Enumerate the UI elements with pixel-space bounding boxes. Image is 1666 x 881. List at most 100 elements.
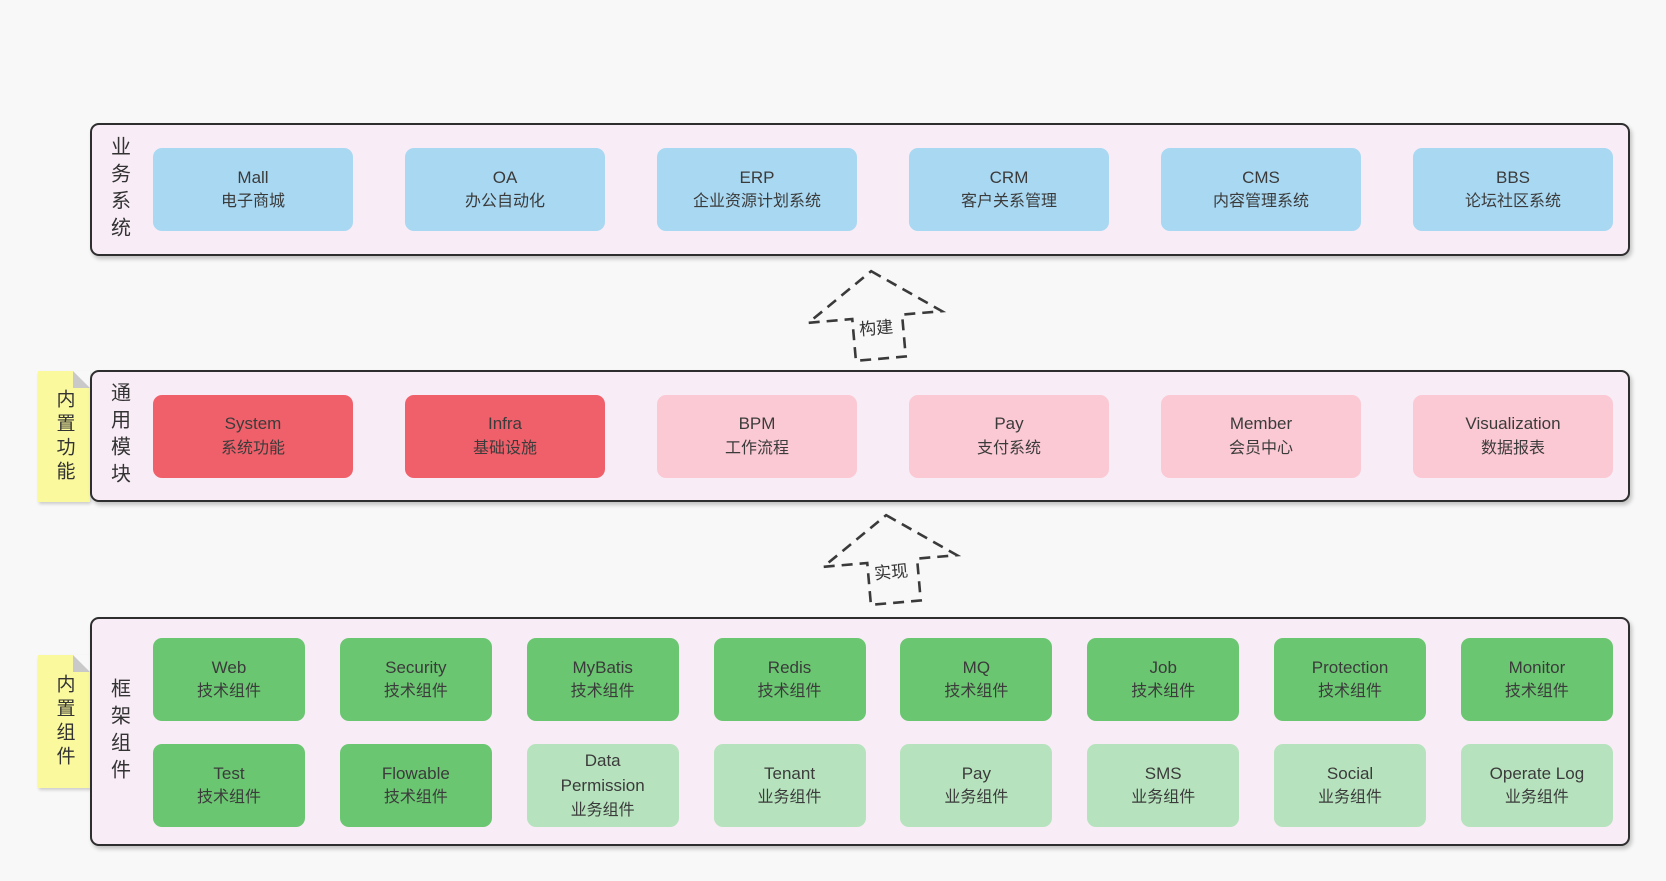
business-boxes-row: Mall 电子商城 OA 办公自动化 ERP 企业资源计划系统 CRM 客户关系… [153,125,1613,254]
box-name: Pay [961,763,992,783]
box-data-permission: Data Permission 业务组件 [526,744,679,827]
box-name: Infra [487,414,523,434]
box-desc: 业务组件 [944,789,1009,807]
box-name: Data Permission [560,751,645,795]
box-social: Social 业务组件 [1274,744,1427,827]
box-oa: OA 办公自动化 [405,148,605,231]
box-desc: 技术组件 [383,683,448,701]
box-name: SMS [1144,763,1182,783]
side-label-business: 业务系统 [107,135,130,244]
box-name: Redis [767,657,812,677]
box-desc: 办公自动化 [464,193,545,211]
box-desc: 电子商城 [220,193,285,211]
box-web: Web 技术组件 [153,638,305,721]
box-desc: 业务组件 [570,801,635,819]
box-bpm: BPM 工作流程 [657,394,857,478]
arrow-label-build: 构建 [854,311,898,342]
box-desc: 业务组件 [1131,789,1196,807]
box-pay-biz: Pay 业务组件 [900,744,1053,827]
box-system: System 系统功能 [153,394,353,478]
box-name: Protection [1311,657,1389,677]
box-desc: 数据报表 [1480,439,1545,457]
common-boxes-row: System 系统功能 Infra 基础设施 BPM 工作流程 Pay 支付系统… [153,372,1613,500]
box-desc: 工作流程 [724,439,789,457]
dashed-up-arrow-shape [804,269,947,363]
box-name: Security [385,657,447,677]
box-protection: Protection 技术组件 [1274,638,1427,721]
box-desc: 企业资源计划系统 [692,193,821,211]
box-operate-log: Operate Log 业务组件 [1460,744,1613,827]
box-desc: 技术组件 [1504,683,1569,701]
note-label: 内置功能 [53,388,75,485]
note-fold-corner [73,655,90,672]
box-desc: 技术组件 [570,683,635,701]
box-test: Test 技术组件 [153,744,305,827]
box-name: BBS [1495,167,1531,187]
layer-common-modules: 通用模块 System 系统功能 Infra 基础设施 BPM 工作流程 Pay… [90,370,1630,502]
box-desc: 技术组件 [757,683,822,701]
box-name: Monitor [1508,657,1566,677]
box-name: Operate Log [1489,763,1585,783]
framework-boxes-row1: Web 技术组件 Security 技术组件 MyBatis 技术组件 Redi… [153,638,1613,721]
box-sms: SMS 业务组件 [1087,744,1240,827]
box-desc: 技术组件 [944,683,1009,701]
box-member: Member 会员中心 [1161,394,1361,478]
arrow-label-implement: 实现 [869,555,913,586]
box-desc: 内容管理系统 [1212,193,1309,211]
box-desc: 会员中心 [1228,439,1293,457]
box-name: Test [213,763,245,783]
dashed-up-arrow-shape [819,513,962,607]
arrow-build-up: 构建 [796,263,953,368]
box-name: Visualization [1465,414,1561,434]
box-visualization: Visualization 数据报表 [1413,394,1613,478]
framework-boxes-row2: Test 技术组件 Flowable 技术组件 Data Permission … [153,744,1613,827]
box-name: Tenant [764,763,816,783]
box-name: System [224,414,282,434]
side-label-common: 通用模块 [107,382,130,490]
box-desc: 技术组件 [196,683,261,701]
box-mall: Mall 电子商城 [153,148,353,231]
box-cms: CMS 内容管理系统 [1161,148,1361,231]
box-desc: 客户关系管理 [960,193,1057,211]
box-name: Job [1149,657,1177,677]
box-mybatis: MyBatis 技术组件 [526,638,679,721]
box-name: Pay [994,414,1024,434]
box-desc: 业务组件 [1318,789,1383,807]
box-desc: 支付系统 [976,439,1041,457]
box-desc: 业务组件 [757,789,822,807]
box-name: Flowable [381,763,450,783]
box-desc: 技术组件 [383,789,448,807]
box-tenant: Tenant 业务组件 [713,744,866,827]
box-flowable: Flowable 技术组件 [339,744,492,827]
box-desc: 论坛社区系统 [1464,193,1561,211]
box-erp: ERP 企业资源计划系统 [657,148,857,231]
box-bbs: BBS 论坛社区系统 [1413,148,1613,231]
box-name: Mall [237,167,269,187]
box-name: BPM [738,414,776,434]
box-job: Job 技术组件 [1087,638,1240,721]
sticky-note-builtin-features: 内置功能 [38,371,90,502]
sticky-note-builtin-components: 内置组件 [38,655,90,788]
layer-framework-components: 框架组件 Web 技术组件 Security 技术组件 MyBatis 技术组件… [90,617,1630,846]
box-name: MQ [962,657,991,677]
box-redis: Redis 技术组件 [713,638,866,721]
box-security: Security 技术组件 [339,638,492,721]
layer-business-systems: 业务系统 Mall 电子商城 OA 办公自动化 ERP 企业资源计划系统 CRM… [90,123,1630,256]
box-desc: 技术组件 [1318,683,1383,701]
box-name: ERP [739,167,775,187]
box-name: Social [1326,763,1374,783]
box-monitor: Monitor 技术组件 [1460,638,1613,721]
box-pay: Pay 支付系统 [909,394,1109,478]
box-desc: 业务组件 [1504,789,1569,807]
box-desc: 技术组件 [1131,683,1196,701]
box-mq: MQ 技术组件 [900,638,1053,721]
box-name: Member [1229,414,1293,434]
box-name: CMS [1242,167,1280,187]
box-name: CRM [989,167,1029,187]
box-name: Web [211,657,247,677]
arrow-implement-up: 实现 [811,507,968,612]
box-crm: CRM 客户关系管理 [909,148,1109,231]
box-desc: 基础设施 [472,439,537,457]
box-infra: Infra 基础设施 [405,394,605,478]
box-name: OA [492,167,518,187]
